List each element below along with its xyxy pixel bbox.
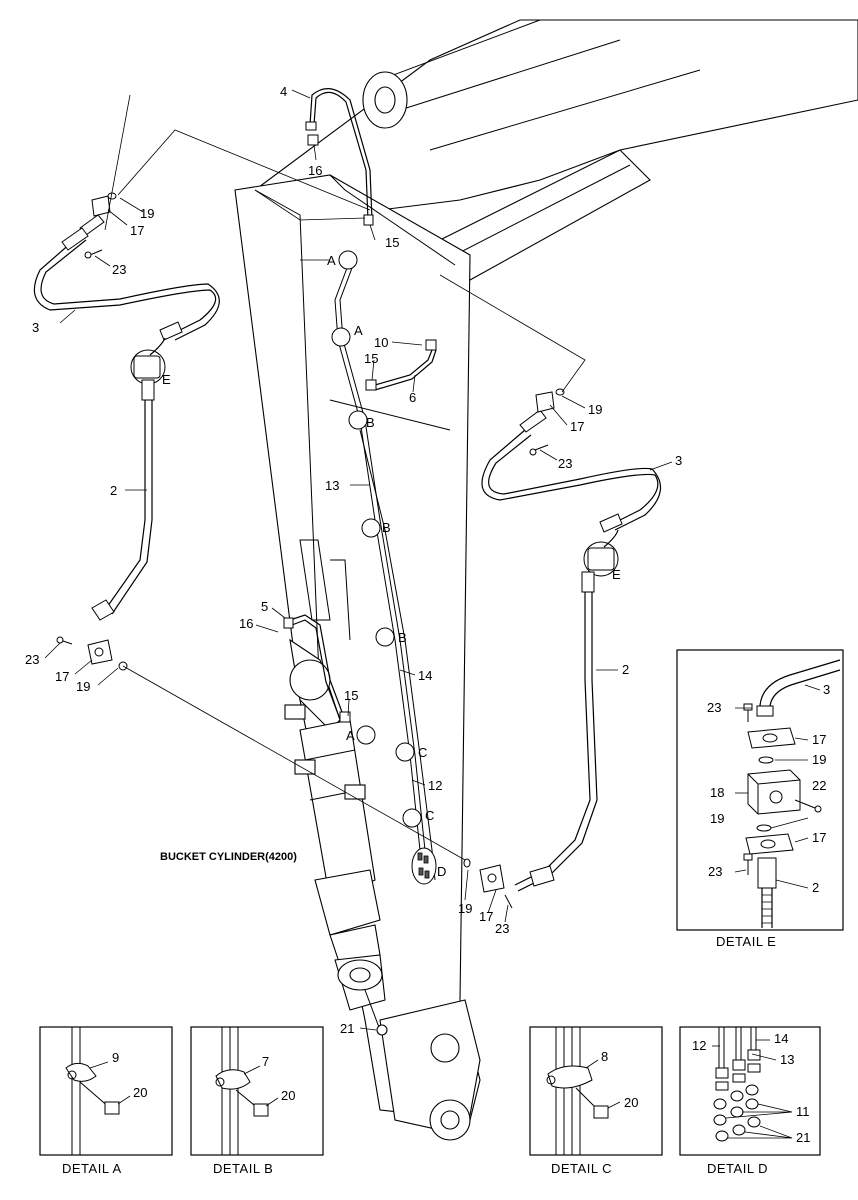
callout-15: 15 [344, 688, 358, 703]
detail-e: 23 3 17 19 18 22 19 17 23 2 DETAIL E [676, 649, 844, 949]
title: BUCKET CYLINDER(4200) [160, 851, 297, 863]
callout-2: 2 [110, 483, 117, 498]
callout-D: D [437, 864, 446, 879]
callout-B: B [382, 520, 391, 535]
arm-pipes [331, 250, 437, 885]
right-hose-assembly [463, 388, 661, 909]
callout-E: E [612, 567, 621, 582]
callout-19: 19 [140, 206, 154, 221]
detail-c-label-8: 8 [601, 1049, 608, 1064]
callout-17: 17 [55, 669, 69, 684]
detail-b: 7 20 DETAIL B [190, 1026, 324, 1176]
callout-12: 12 [428, 778, 442, 793]
detail-e-label-17: 17 [812, 732, 826, 747]
detail-b-label-7: 7 [262, 1054, 269, 1069]
callout-23: 23 [25, 652, 39, 667]
callout-17: 17 [130, 223, 144, 238]
callout-B: B [366, 415, 375, 430]
hose-4 [305, 88, 374, 226]
detail-a-caption: DETAIL A [62, 1161, 122, 1176]
detail-e-caption: DETAIL E [716, 934, 776, 949]
hose-5 [283, 614, 351, 723]
callout-15: 15 [385, 235, 399, 250]
callout-19: 19 [588, 402, 602, 417]
callout-4: 4 [280, 84, 287, 99]
boom-arm-body [234, 19, 858, 1141]
callout-3: 3 [32, 320, 39, 335]
callout-leaders [44, 89, 673, 1031]
callout-23: 23 [112, 262, 126, 277]
callout-6: 6 [409, 390, 416, 405]
detail-e-label-22: 22 [812, 778, 826, 793]
callout-19: 19 [76, 679, 90, 694]
callout-E: E [162, 372, 171, 387]
callout-A: A [346, 728, 355, 743]
callout-14: 14 [418, 668, 432, 683]
callout-2: 2 [622, 662, 629, 677]
callout-21: 21 [340, 1021, 354, 1036]
callout-A: A [327, 253, 336, 268]
callout-16: 16 [239, 616, 253, 631]
callout-23: 23 [495, 921, 509, 936]
callout-3: 3 [675, 453, 682, 468]
detail-d-caption: DETAIL D [707, 1161, 768, 1176]
detail-e-label-18: 18 [710, 785, 724, 800]
detail-e-label-3: 3 [823, 682, 830, 697]
callout-19: 19 [458, 901, 472, 916]
detail-b-caption: DETAIL B [213, 1161, 273, 1176]
detail-d-label-13: 13 [780, 1052, 794, 1067]
detail-a-label-20: 20 [133, 1085, 147, 1100]
hose-6 [365, 339, 437, 391]
leader-lines [104, 94, 586, 861]
detail-e-label-17b: 17 [812, 830, 826, 845]
detail-d: 12 14 13 11 21 DETAIL D [679, 1026, 821, 1176]
callout-C: C [418, 745, 427, 760]
detail-a-label-9: 9 [112, 1050, 119, 1065]
callout-C: C [425, 808, 434, 823]
detail-c: 8 20 DETAIL C [529, 1026, 663, 1176]
callout-17: 17 [570, 419, 584, 434]
callout-labels: 4 16 19 17 15 A 23 3 A 10 15 E 6 19 B 17… [25, 84, 682, 1036]
callout-23: 23 [558, 456, 572, 471]
detail-e-label-23: 23 [707, 700, 721, 715]
detail-d-label-12: 12 [692, 1038, 706, 1053]
detail-e-label-23b: 23 [708, 864, 722, 879]
detail-c-label-20: 20 [624, 1095, 638, 1110]
detail-e-label-19b: 19 [710, 811, 724, 826]
detail-d-label-21: 21 [796, 1130, 810, 1145]
callout-B: B [398, 630, 407, 645]
callout-A: A [354, 323, 363, 338]
detail-a: 9 20 DETAIL A [39, 1026, 173, 1176]
callout-17: 17 [479, 909, 493, 924]
detail-d-label-14: 14 [774, 1031, 788, 1046]
detail-d-label-11: 11 [796, 1104, 810, 1119]
detail-b-label-20: 20 [281, 1088, 295, 1103]
callout-5: 5 [261, 599, 268, 614]
bucket-cylinder: BUCKET CYLINDER(4200) [160, 638, 388, 1036]
detail-e-label-2: 2 [812, 880, 819, 895]
callout-13: 13 [325, 478, 339, 493]
callout-16: 16 [308, 163, 322, 178]
left-hose-assembly [33, 192, 220, 671]
detail-e-label-19: 19 [812, 752, 826, 767]
detail-c-caption: DETAIL C [551, 1161, 612, 1176]
callout-10: 10 [374, 335, 388, 350]
callout-15: 15 [364, 351, 378, 366]
